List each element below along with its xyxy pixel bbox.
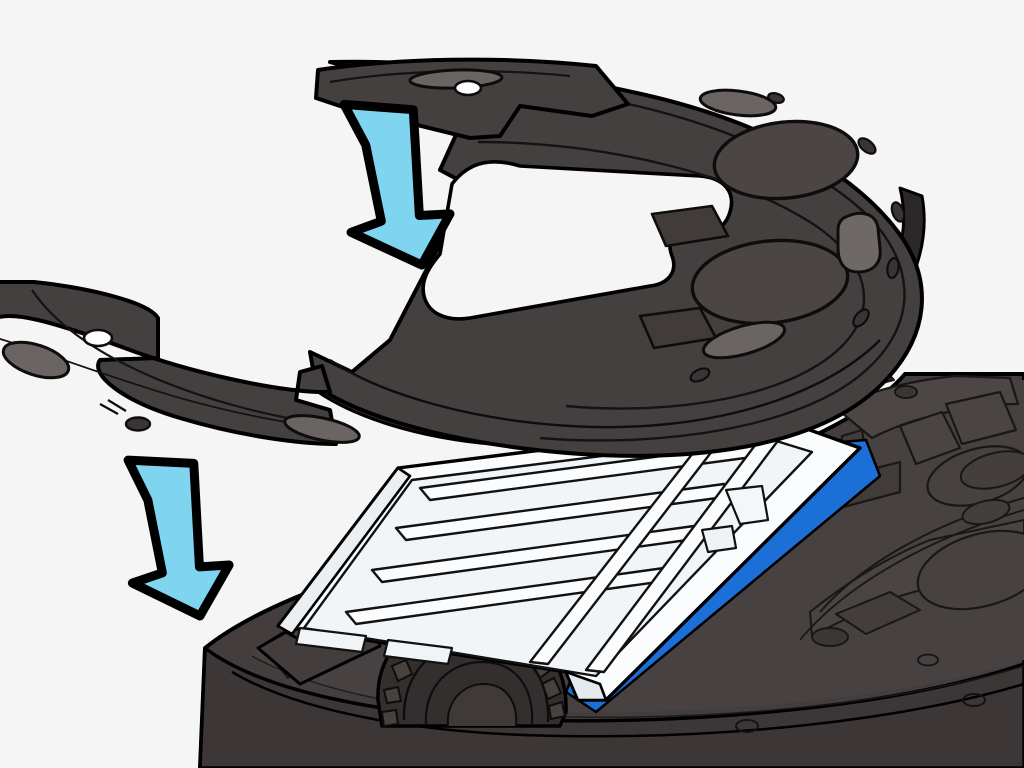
module-latch-notch: [700, 524, 738, 554]
top-cover-plate: [308, 59, 926, 458]
cover-left-wing-plate: [0, 280, 338, 446]
cover-inner-rim-line: [477, 140, 866, 410]
chassis-rim-hole: [917, 653, 939, 667]
chassis-bracket-arm: [944, 390, 1018, 446]
chassis-rim-hole: [962, 693, 986, 707]
chassis-small-hole: [894, 385, 918, 399]
chassis-port-oval: [959, 450, 1024, 490]
wheel-hub-ring-inner: [424, 660, 534, 725]
cover-left-wing-hole: [82, 328, 114, 348]
chassis-bracket-arm: [898, 410, 962, 466]
module-front-tab-2: [382, 638, 454, 666]
module-left-edge: [276, 466, 412, 636]
cover-boss-upper: [712, 119, 860, 201]
arrow-lower: [123, 455, 234, 621]
arrow-upper: [339, 99, 455, 270]
cover-left-wing: [0, 280, 361, 446]
cover-slot-oval: [698, 88, 778, 118]
cover-left-wing-hole-lower: [124, 416, 152, 432]
cover-top-strip-hole: [453, 79, 483, 97]
cover-outer-rim-line: [429, 84, 906, 442]
cover-rim-holes: [689, 92, 906, 383]
chassis-rim-seam: [231, 670, 1024, 738]
module-side-wall: [564, 670, 608, 702]
chassis-rim-hole: [735, 719, 759, 733]
cover-light-slot: [836, 211, 882, 274]
cover-slot-oval: [701, 320, 787, 360]
dust-bin-module: [276, 418, 882, 714]
cover-left-wing-slot-lower: [283, 414, 361, 444]
chassis-rib-plate: [835, 591, 921, 635]
chassis-boss-hole: [811, 627, 849, 647]
chassis-rim-seam-inner: [251, 655, 1024, 719]
module-front-tab: [294, 626, 368, 654]
cover-left-wing-crease: [31, 289, 331, 426]
direction-arrows: [123, 99, 455, 621]
chassis-port-oval: [961, 498, 1011, 526]
cover-bottom-lip: [329, 339, 881, 429]
cover-pad: [650, 204, 730, 248]
module-latch: [724, 484, 770, 526]
cover-left-wing-notch-line: [99, 399, 127, 415]
cover-left-wing-slot: [1, 340, 71, 380]
chassis-boss-circle: [916, 529, 1024, 611]
wheel-hub-core: [446, 682, 518, 727]
